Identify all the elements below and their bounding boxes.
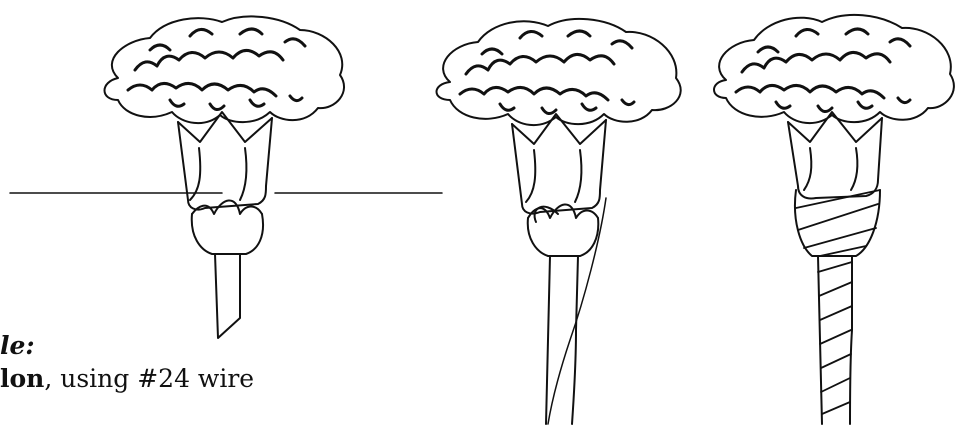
taped-stem	[818, 256, 852, 424]
caption-subtitle-bold: lon	[0, 364, 44, 393]
bloom-head	[714, 15, 954, 123]
caption-title: le:	[0, 331, 35, 360]
caption-subtitle: lon, using #24 wire	[0, 364, 254, 393]
carnation-cut-stem	[10, 16, 442, 338]
bloom-head	[437, 19, 681, 125]
carnation-wired	[437, 19, 681, 424]
wired-stem	[546, 256, 578, 424]
cut-stem	[215, 254, 240, 338]
wire-hook	[535, 207, 558, 222]
carnation-taped	[714, 15, 954, 424]
caption-subtitle-rest: , using #24 wire	[44, 364, 254, 393]
